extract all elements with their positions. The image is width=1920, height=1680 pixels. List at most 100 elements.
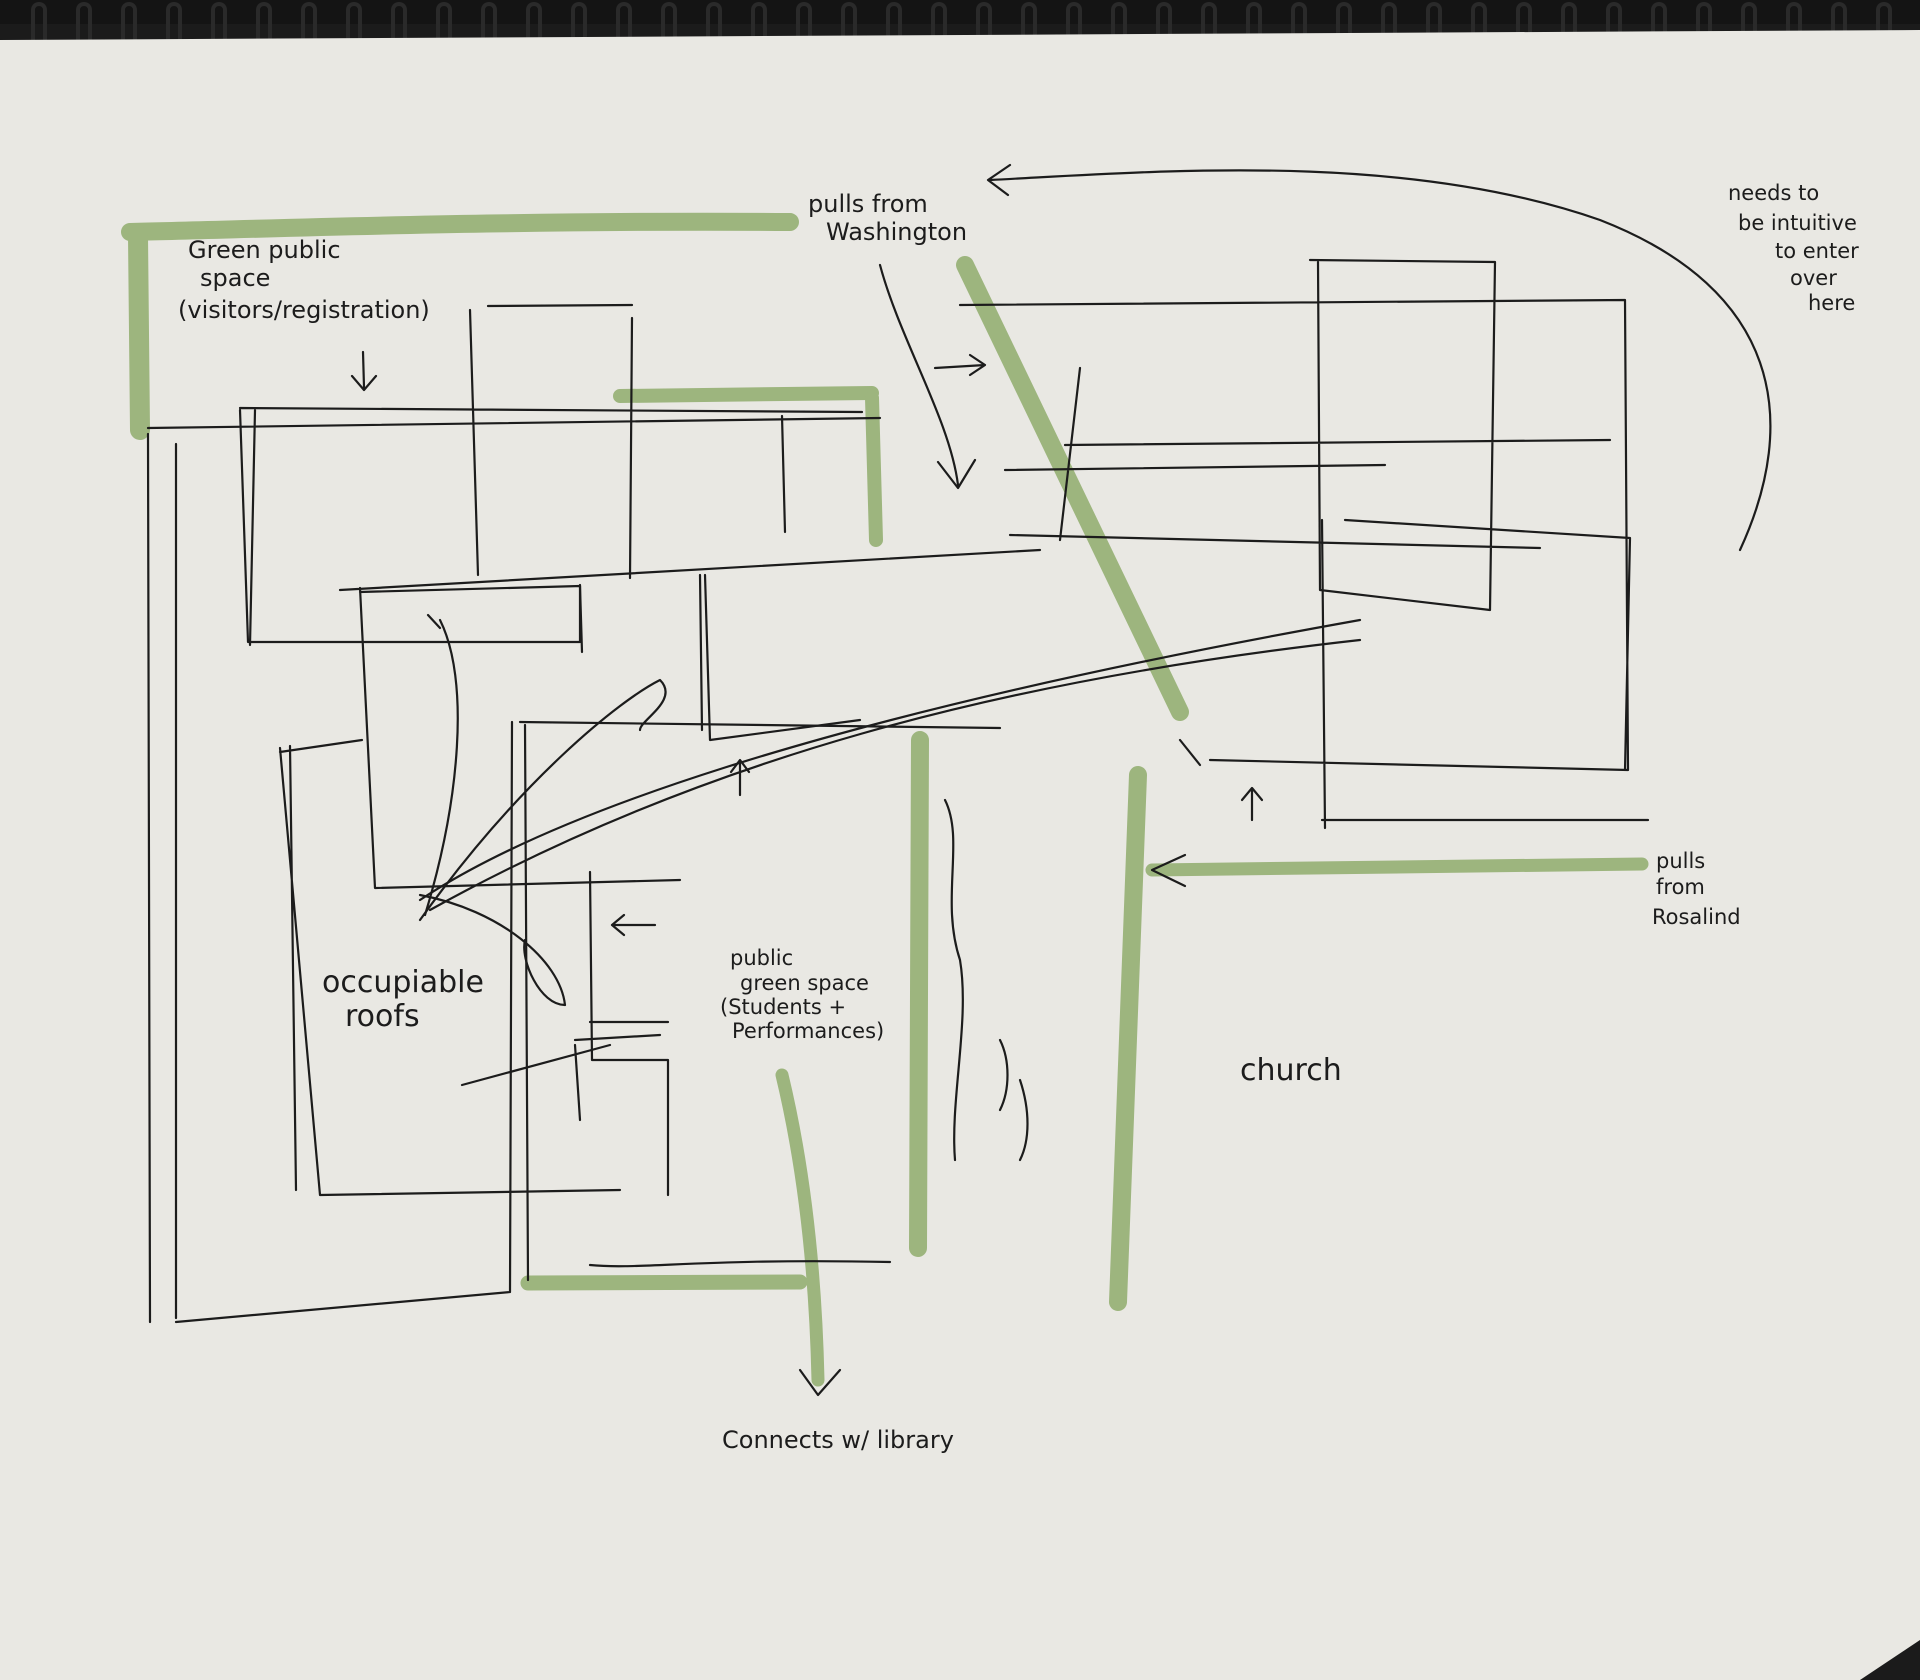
east-block-outline [958, 258, 1650, 830]
label-needs-to-be-intuitive-line-3: to enter [1775, 239, 1859, 263]
binding-coil [1831, 2, 1847, 50]
green-edge-walkway-right [1109, 766, 1147, 1311]
label-green-public-space-line-3: (visitors/registration) [178, 296, 430, 324]
binding-coil [481, 2, 497, 50]
binding-coil [301, 2, 317, 50]
label-needs-to-be-intuitive-line-5: here [1808, 291, 1855, 315]
arrow-rosalind-head [1150, 853, 1187, 888]
label-public-green-space: public green space (Students + Performan… [720, 946, 884, 1043]
arrow-down-registration [350, 350, 378, 392]
label-green-public-space-line-1: Green public [188, 236, 341, 264]
binding-background [0, 0, 1920, 24]
roof-connector-2 [428, 638, 1362, 912]
binding-coil [706, 2, 722, 50]
label-pulls-from-rosalind-line-3: Rosalind [1652, 905, 1741, 929]
label-pulls-from-rosalind-line-2: from [1656, 875, 1705, 899]
green-edge-top-left [121, 212, 799, 241]
label-connects-with-library: Connects w/ library [722, 1426, 954, 1454]
circulation-arrows [350, 163, 1772, 1397]
label-pulls-from-washington: pulls from Washington [808, 190, 967, 246]
binding-coil [841, 2, 857, 50]
binding-coil [76, 2, 92, 50]
binding-coil [976, 2, 992, 50]
label-occupiable-roofs: occupiable roofs [322, 965, 494, 1034]
green-edge-bottom [520, 1274, 808, 1291]
binding-coil [526, 2, 542, 50]
paper-page [0, 30, 1920, 1680]
arrow-up-center [729, 758, 751, 797]
binding-coil [616, 2, 632, 50]
roof-connector-4 [418, 613, 567, 1007]
binding-coil [1246, 2, 1262, 50]
label-pulls-from-washington-line-1: pulls from [808, 190, 928, 218]
label-pulls-from-washington-line-2: Washington [826, 218, 967, 246]
binding-coil [886, 2, 902, 50]
label-needs-to-be-intuitive: needs to be intuitive to enter over here [1728, 181, 1865, 315]
binding-coil [931, 2, 947, 50]
arrow-up-east [1240, 786, 1264, 822]
green-edge-courtyard-top [613, 386, 879, 403]
label-public-green-space-line-1: public [730, 946, 793, 970]
binding-coil [1021, 2, 1037, 50]
south-center-block-outline [460, 720, 1002, 1282]
central-block-outline [338, 548, 1042, 890]
binding-coil [346, 2, 362, 50]
label-public-green-space-line-4: Performances) [732, 1019, 884, 1043]
label-green-public-space-line-2: space [200, 264, 270, 292]
southwest-block-outline [278, 738, 622, 1197]
label-church: church [1240, 1053, 1342, 1088]
green-edge-diagonal [956, 256, 1189, 721]
arrow-library-head [798, 1368, 842, 1397]
binding-coil [1201, 2, 1217, 50]
binding-coil [1471, 2, 1487, 50]
green-edge-courtyard-right [865, 391, 883, 547]
binding-coil [1561, 2, 1577, 50]
label-needs-to-be-intuitive-line-4: over [1790, 266, 1837, 290]
binding-coil [661, 2, 677, 50]
binding-coil [166, 2, 182, 50]
green-arrow-rosalind [1145, 857, 1649, 877]
binding-coil [1066, 2, 1082, 50]
roof-connector-3 [418, 618, 1362, 902]
roof-connector-1 [418, 678, 667, 922]
binding-coil [1381, 2, 1397, 50]
green-marker-strokes [121, 212, 1649, 1387]
binding-coil [1696, 2, 1712, 50]
binding-coil [1111, 2, 1127, 50]
green-path-library [775, 1068, 825, 1387]
label-pulls-from-rosalind-line-1: pulls [1656, 849, 1705, 873]
binding-coil [211, 2, 227, 50]
label-public-green-space-line-2: green space [740, 971, 869, 995]
binding-coil [1516, 2, 1532, 50]
binding-coil [1786, 2, 1802, 50]
binding-coil [256, 2, 272, 50]
binding-coil [1651, 2, 1667, 50]
green-edge-left [128, 226, 150, 440]
label-occupiable-roofs-line-2: roofs [345, 999, 420, 1034]
binding-coil [436, 2, 452, 50]
annotations: Green public space (visitors/registratio… [178, 181, 1865, 1454]
green-edge-walkway-left [909, 731, 929, 1257]
binding-coil [1426, 2, 1442, 50]
arrow-needs-intuitive [986, 163, 1772, 552]
binding-coil [1336, 2, 1352, 50]
binding-coil [1156, 2, 1172, 50]
label-green-public-space: Green public space (visitors/registratio… [178, 236, 430, 324]
arrow-left-courtyard [610, 913, 657, 937]
arrow-right-washington [933, 353, 987, 377]
binding-coil [751, 2, 767, 50]
label-public-green-space-line-3: (Students + [720, 995, 846, 1019]
label-pulls-from-rosalind: pulls from Rosalind [1652, 849, 1741, 929]
label-occupiable-roofs-line-1: occupiable [322, 965, 484, 1000]
binding-coil [796, 2, 812, 50]
left-block-outline [146, 416, 882, 1324]
arrow-curve-washington [878, 263, 977, 490]
binding-coil [1606, 2, 1622, 50]
binding-coil [1291, 2, 1307, 50]
label-needs-to-be-intuitive-line-2: be intuitive [1738, 211, 1857, 235]
walkway-texture [588, 798, 1029, 1268]
north-wing-outline [238, 303, 864, 647]
label-needs-to-be-intuitive-line-1: needs to [1728, 181, 1819, 205]
binding-coil [31, 2, 47, 50]
